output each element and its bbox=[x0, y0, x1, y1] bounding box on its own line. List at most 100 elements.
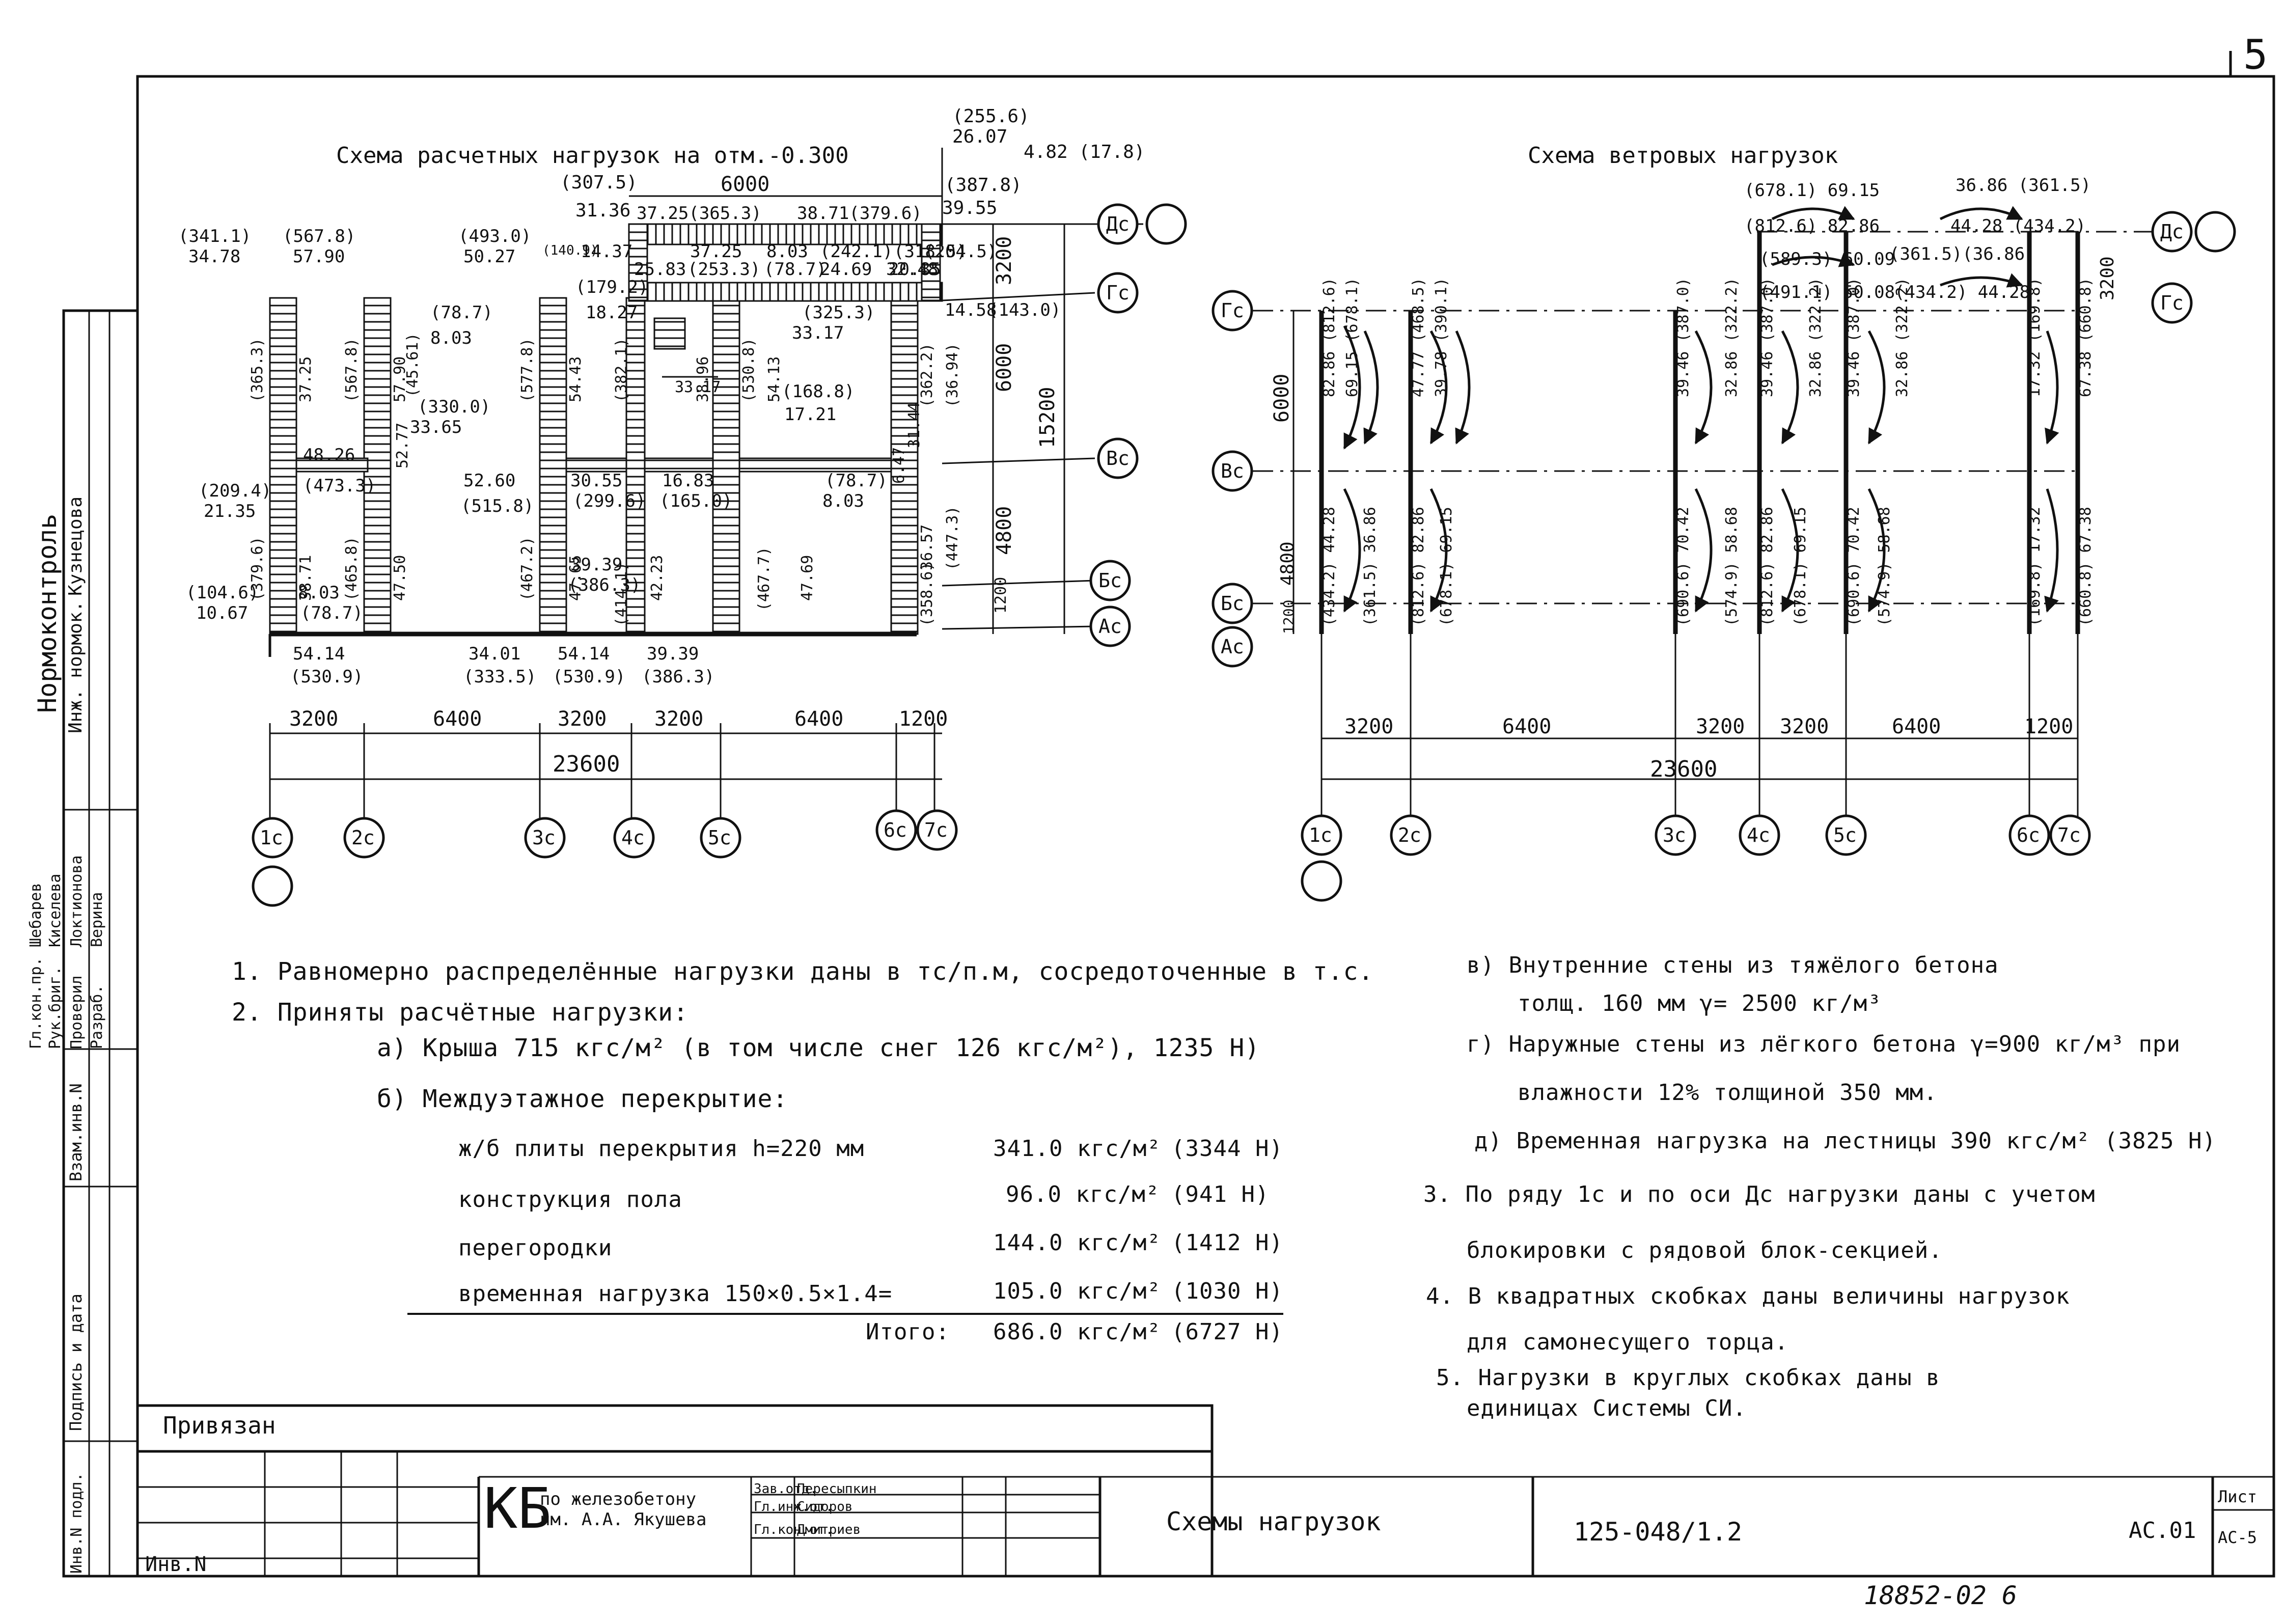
svg-text:4800: 4800 bbox=[993, 506, 1016, 555]
note-1: 1. Равномерно распределённые нагрузки да… bbox=[232, 957, 1374, 986]
svg-text:Гс: Гс bbox=[1221, 299, 1244, 322]
svg-text:32.86 (322.2): 32.86 (322.2) bbox=[1893, 278, 1911, 397]
svg-text:18.27: 18.27 bbox=[586, 302, 638, 323]
note-2b: б) Междуэтажное перекрытие: bbox=[377, 1085, 788, 1113]
svg-text:50.27: 50.27 bbox=[463, 246, 515, 267]
svg-text:(209.4): (209.4) bbox=[199, 481, 271, 501]
svg-text:(104.6): (104.6) bbox=[186, 583, 259, 603]
svg-text:(382.1): (382.1) bbox=[613, 338, 630, 402]
svg-text:5с: 5с bbox=[1833, 824, 1857, 846]
svg-text:52.60: 52.60 bbox=[463, 471, 515, 491]
svg-text:Проверил: Проверил bbox=[68, 976, 86, 1050]
wall-5c bbox=[712, 297, 740, 635]
svg-text:(678.1) 69.15: (678.1) 69.15 bbox=[1744, 180, 1880, 201]
svg-text:32.86 (322.2): 32.86 (322.2) bbox=[1723, 278, 1741, 397]
svg-text:1с: 1с bbox=[1309, 824, 1332, 846]
svg-text:Вс: Вс bbox=[1221, 460, 1244, 482]
svg-text:3200: 3200 bbox=[2097, 256, 2118, 300]
svg-text:Локтионова: Локтионова bbox=[68, 855, 86, 947]
svg-text:(515.8): (515.8) bbox=[461, 496, 534, 516]
note-2: 2. Приняты расчётные нагрузки: bbox=[232, 998, 689, 1027]
load-row-name: временная нагрузка 150×0.5×1.4= bbox=[458, 1281, 893, 1307]
svg-text:39.55: 39.55 bbox=[942, 198, 997, 218]
svg-text:3с: 3с bbox=[532, 827, 556, 849]
svg-text:Гл.кон.от.: Гл.кон.от. bbox=[754, 1522, 834, 1537]
svg-text:69.15 (678.1): 69.15 (678.1) bbox=[1343, 278, 1361, 397]
svg-text:Кузнецова: Кузнецова bbox=[65, 497, 86, 596]
svg-text:(387.8): (387.8) bbox=[945, 175, 1022, 196]
svg-text:Ас: Ас bbox=[1221, 636, 1244, 658]
svg-text:15200: 15200 bbox=[1036, 387, 1059, 448]
svg-text:32.86 (322.2): 32.86 (322.2) bbox=[1807, 278, 1825, 397]
svg-text:(530.9): (530.9) bbox=[290, 667, 363, 687]
attached-label: Привязан bbox=[163, 1412, 276, 1439]
svg-text:3с: 3с bbox=[1663, 824, 1686, 846]
svg-text:31.44: 31.44 bbox=[905, 402, 923, 448]
svg-text:(361.5)(36.86): (361.5)(36.86) bbox=[1889, 244, 2035, 264]
svg-text:Взам.инв.N: Взам.инв.N bbox=[66, 1083, 86, 1181]
svg-text:Ас: Ас bbox=[1098, 615, 1122, 638]
load-row-name: перегородки bbox=[458, 1235, 613, 1261]
svg-text:6000: 6000 bbox=[721, 173, 769, 196]
svg-text:38.96: 38.96 bbox=[694, 356, 712, 402]
svg-text:5с: 5с bbox=[708, 827, 731, 849]
svg-text:3200: 3200 bbox=[1344, 715, 1393, 738]
wall-1c bbox=[269, 297, 297, 635]
svg-text:7с: 7с bbox=[2057, 824, 2081, 846]
svg-text:Рук.бриг.: Рук.бриг. bbox=[46, 966, 64, 1049]
svg-text:(414.1): (414.1) bbox=[613, 562, 630, 626]
svg-text:Инв.N подл.: Инв.N подл. bbox=[68, 1472, 86, 1574]
svg-text:(358.6): (358.6) bbox=[918, 562, 936, 626]
svg-text:24.69: 24.69 bbox=[820, 259, 872, 280]
svg-text:39.46 (387.0): 39.46 (387.0) bbox=[1845, 278, 1863, 397]
svg-text:(362.2): (362.2) bbox=[918, 343, 936, 407]
svg-text:(447.3): (447.3) bbox=[944, 506, 961, 570]
svg-text:(812.6) 82.86: (812.6) 82.86 bbox=[1758, 507, 1776, 626]
svg-text:(812.6) 82.86: (812.6) 82.86 bbox=[1744, 216, 1880, 236]
svg-text:(574.9) 58.68: (574.9) 58.68 bbox=[1876, 507, 1893, 626]
svg-text:(78.7): (78.7) bbox=[300, 603, 363, 623]
svg-text:3200: 3200 bbox=[1696, 715, 1745, 738]
svg-text:8.03: 8.03 bbox=[430, 328, 472, 348]
svg-text:1200: 1200 bbox=[1280, 600, 1297, 634]
svg-text:6000: 6000 bbox=[1270, 374, 1293, 423]
svg-text:3200: 3200 bbox=[654, 707, 703, 731]
svg-text:(678.1) 69.15: (678.1) 69.15 bbox=[1438, 507, 1455, 626]
svg-text:Дс: Дс bbox=[1106, 213, 1130, 235]
svg-text:Лист: Лист bbox=[2218, 1487, 2257, 1506]
svg-text:32.48: 32.48 bbox=[886, 259, 938, 280]
svg-text:(386.3): (386.3) bbox=[642, 667, 714, 687]
svg-text:(678.1) 69.15: (678.1) 69.15 bbox=[1792, 507, 1809, 626]
svg-text:57.90: 57.90 bbox=[391, 356, 409, 402]
svg-text:34.01: 34.01 bbox=[469, 644, 520, 664]
svg-text:Инж. нормок.: Инж. нормок. bbox=[65, 601, 86, 733]
svg-text:Дс: Дс bbox=[2160, 221, 2184, 243]
svg-text:36.86 (361.5): 36.86 (361.5) bbox=[1956, 175, 2091, 196]
svg-text:Гс: Гс bbox=[2160, 292, 2184, 314]
svg-text:(330.0): (330.0) bbox=[418, 397, 490, 417]
svg-text:4.82 (17.8): 4.82 (17.8) bbox=[1024, 142, 1145, 162]
svg-text:39.39: 39.39 bbox=[647, 644, 699, 664]
svg-text:3200: 3200 bbox=[993, 236, 1016, 285]
svg-text:38.71: 38.71 bbox=[297, 555, 315, 601]
svg-text:(253.3): (253.3) bbox=[687, 259, 760, 280]
drawing-code: 125-048/1.2 bbox=[1574, 1517, 1742, 1547]
svg-text:16.83: 16.83 bbox=[662, 471, 714, 491]
left-vertical-values: (365.3) 37.25 (567.8) 57.90 (577.8) 54.4… bbox=[249, 333, 961, 626]
load-row-si: (941 Н) bbox=[1171, 1181, 1270, 1207]
svg-text:31.36: 31.36 bbox=[575, 200, 630, 221]
svg-text:(434.2) 44.28: (434.2) 44.28 bbox=[1320, 507, 1338, 626]
svg-text:17.32 (169.8): 17.32 (169.8) bbox=[2026, 278, 2044, 397]
side-stamp: Нормоконтроль Инж. нормок. Кузнецова Гл.… bbox=[27, 309, 139, 1578]
total-si: (6727 Н) bbox=[1171, 1319, 1283, 1345]
svg-text:23600: 23600 bbox=[1650, 756, 1717, 782]
svg-text:(78.7): (78.7) bbox=[825, 471, 888, 491]
svg-text:Нормоконтроль: Нормоконтроль bbox=[33, 514, 62, 713]
svg-text:(242.1): (242.1) bbox=[820, 241, 893, 262]
svg-text:10.67: 10.67 bbox=[196, 603, 248, 623]
svg-text:(36.94): (36.94) bbox=[944, 343, 961, 407]
svg-text:(812.6) 82.86: (812.6) 82.86 bbox=[1410, 507, 1427, 626]
svg-text:47.65: 47.65 bbox=[567, 555, 585, 601]
svg-text:4с: 4с bbox=[1747, 824, 1770, 846]
left-schema-title: Схема расчетных нагрузок на отм.-0.300 bbox=[336, 143, 849, 169]
